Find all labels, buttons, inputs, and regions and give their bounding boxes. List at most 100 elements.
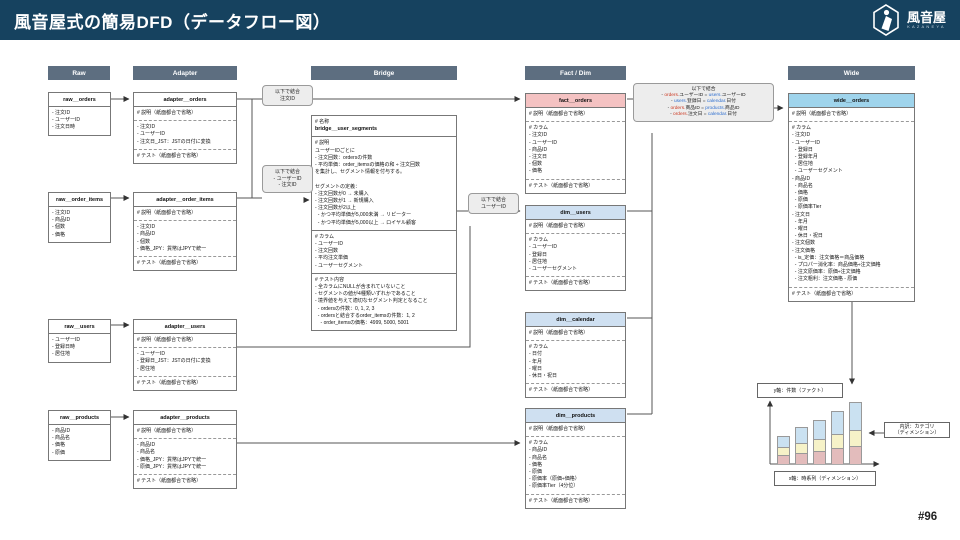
table-test-section: # テスト内容- 全カラムにNULLが含まれていないこと- セグメントの値が4種…: [312, 272, 456, 330]
field-row: - 曜日: [792, 226, 808, 233]
table-adapter-users: adapter__users # 説明（紙面都合で省略） - ユーザーID- 登…: [133, 319, 237, 392]
join-condition: - orders.ユーザーID = users.ユーザーID: [661, 93, 746, 99]
field-row: - ユーザーセグメント: [529, 266, 577, 273]
field-row: - 商品ID: [52, 428, 71, 434]
table-title: adapter__products: [134, 411, 236, 425]
stacked-bar: [813, 420, 826, 464]
field-row: - 年月: [792, 218, 808, 225]
field-row: - 商品ID: [52, 217, 71, 224]
field-row: - 商品名: [529, 454, 548, 461]
table-fact-orders: fact__orders # 説明（紙面都合で省略） # カラム- 注文ID- …: [525, 93, 626, 194]
field-row: - 商品名: [792, 182, 813, 189]
table-test-row: # テスト（紙面都合で省略）: [789, 286, 914, 301]
field-row: - 価格: [529, 168, 543, 175]
table-test-row: # テスト（紙面都合で省略）: [134, 375, 236, 390]
table-fields: - 商品ID- 商品名- 価格- 原価: [49, 425, 110, 460]
field-row: - 注文ID: [792, 132, 811, 139]
join-title: 以下で結合: [274, 89, 300, 95]
table-title: bridge__user_segments: [315, 126, 378, 133]
join-note-order-id: 以下で結合 注文ID: [262, 85, 313, 107]
field-row: - 登録日: [529, 251, 548, 258]
field-row: - 原価: [52, 449, 66, 456]
table-title: raw__users: [49, 320, 110, 334]
table-test-row: # テスト（紙面都合で省略）: [526, 276, 625, 290]
join-condition: - orders.注文日 = calendar.日付: [670, 111, 737, 117]
join-title: 以下で結合: [691, 87, 716, 92]
middle-segment: [849, 430, 862, 446]
join-keys: 注文ID: [265, 96, 310, 103]
table-description-row: # 説明（紙面都合で省略）: [137, 337, 197, 343]
hexagon-logo-icon: [873, 4, 899, 36]
field-row: # カラム: [315, 233, 335, 240]
description-row: セグメントの定義：: [315, 183, 361, 190]
field-row: - 登録日: [792, 146, 813, 153]
field-row: - ユーザーID: [137, 131, 165, 138]
field-row: - 注文日: [792, 211, 811, 218]
join-note-user-id: 以下で結合 ユーザーID: [468, 193, 519, 215]
join-condition: - users.登録日 = calendar.日付: [671, 99, 736, 105]
page-title: 風音屋式の簡易DFD（データフロー図）: [14, 12, 331, 32]
field-row: - ユーザーID: [529, 244, 557, 251]
description-row: - 注文回数が0 → 未購入: [315, 190, 369, 197]
table-raw-orders: raw__orders - 注文ID- ユーザーID- 注文日時: [48, 92, 111, 136]
join-title: 以下で結合: [274, 169, 300, 175]
field-row: - 注文粗利：注文価格 - 原価: [792, 276, 858, 283]
table-test-row: # テスト（紙面都合で省略）: [134, 474, 236, 488]
field-row: - 原価率Tier（4分位）: [529, 483, 579, 490]
description-row: - 注文回数が1 → 新規購入: [315, 198, 374, 205]
field-row: - 年月: [529, 358, 543, 365]
field-row: - 居住地: [137, 365, 156, 372]
table-raw-products: raw__products - 商品ID- 商品名- 価格- 原価: [48, 410, 111, 461]
field-row: - 原価: [792, 197, 808, 204]
table-columns-section: # カラム- ユーザーID- 注文回数- 平均注文単価- ユーザーセグメント: [312, 229, 456, 273]
field-row: - 日付: [529, 351, 543, 358]
description-row: - かつ平均単価が5,000未満 → リピーター: [315, 212, 412, 219]
table-title: adapter__orders: [134, 93, 236, 107]
stacked-bar: [849, 402, 862, 464]
field-row: - 商品ID: [529, 146, 548, 153]
field-row: - 原価_JPY：貨幣はJPYで統一: [137, 463, 207, 470]
join-keys: ユーザーID: [471, 204, 516, 211]
top-segment: [795, 427, 808, 443]
table-fields: - 注文ID- 商品ID- 個数- 価格_JPY：貨幣はJPYで統一: [134, 220, 236, 256]
test-row: - order_itemsの価格：4999, 5000, 5001: [315, 320, 409, 327]
description-row: を集計し、セグメント情報を付与する。: [315, 169, 406, 176]
field-row: - 登録日時: [52, 344, 76, 351]
middle-segment: [831, 434, 844, 448]
field-row: - 商品名: [52, 435, 71, 442]
description-row: - 注文回数：ordersの件数: [315, 154, 373, 161]
description-row: - 平均単価：order_itemsの価格の和 ÷ 注文回数: [315, 162, 420, 169]
field-row: - プロパー消化率：商品価格÷注文価格: [792, 262, 881, 269]
join-key: ユーザーID: [481, 203, 506, 210]
test-row: # テスト内容: [315, 276, 345, 283]
field-row: - 注文日: [529, 154, 548, 161]
table-title: dim__users: [526, 206, 625, 220]
description-row: - かつ平均単価が5,000以上 → ロイヤル顧客: [315, 219, 416, 226]
field-row: - 価格: [52, 231, 66, 238]
bottom-segment: [795, 453, 808, 464]
field-row: - 注文ID: [52, 110, 71, 116]
table-name-section: # 名称 bridge__user_segments: [312, 116, 456, 136]
table-raw-order-items: raw__order_items - 注文ID- 商品ID- 個数- 価格: [48, 192, 111, 243]
label-line: （ディメンション）: [894, 430, 940, 436]
top-segment: [849, 402, 862, 430]
field-row: - 平均注文単価: [315, 255, 349, 262]
field-row: - 休日・祝日: [792, 233, 823, 240]
stacked-bar-chart: [777, 402, 862, 464]
middle-segment: [813, 439, 826, 451]
join-keys: - ユーザーID- 注文ID: [265, 176, 310, 189]
field-row: - 価格: [529, 461, 543, 468]
middle-segment: [777, 447, 790, 455]
title-bar: 風音屋式の簡易DFD（データフロー図） 風音屋 KAZANEYA: [0, 0, 960, 40]
table-fields: # カラム- 注文ID- ユーザーID - 登録日 - 登録年月 - 居住地 -…: [789, 121, 914, 286]
table-fields: # カラム- ユーザーID- 登録日- 居住地- ユーザーセグメント: [526, 233, 625, 276]
table-adapter-order-items: adapter__order_items # 説明（紙面都合で省略） - 注文I…: [133, 192, 237, 272]
table-title: raw__order_items: [49, 193, 110, 207]
column-header-fact-dim: Fact / Dim: [525, 66, 626, 80]
field-row: - 注文ID: [137, 224, 156, 231]
field-row: # カラム: [792, 125, 812, 132]
top-segment: [831, 411, 844, 434]
column-header-wide: Wide: [788, 66, 915, 80]
table-fields: - ユーザーID- 登録日_JST：JSTの日付に変換- 居住地: [134, 347, 236, 376]
stacked-bar: [795, 427, 808, 464]
